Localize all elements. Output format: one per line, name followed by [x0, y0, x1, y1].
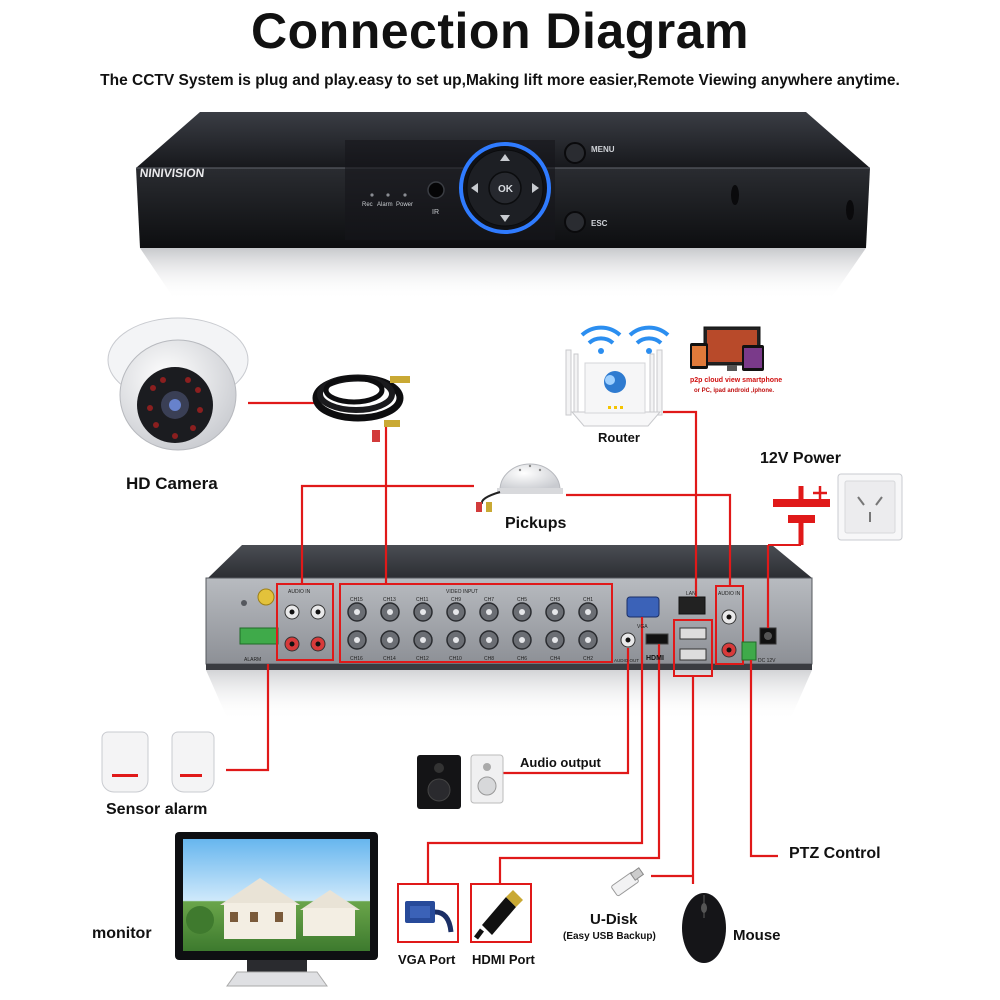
indicator-rec-label: Rec	[362, 202, 373, 208]
monitor-label: monitor	[92, 925, 152, 942]
arrow-left-icon[interactable]	[471, 183, 478, 193]
vga-label: VGA	[637, 624, 648, 630]
ch-bottom-7: CH4	[550, 656, 560, 662]
lan-label: LAN	[686, 591, 696, 597]
hdmi-cable-icon	[474, 890, 523, 940]
monitor-icon	[175, 832, 378, 987]
motion-sensor-icon	[101, 731, 215, 793]
ir-sensor-icon	[427, 181, 445, 199]
menu-label: MENU	[591, 145, 615, 154]
hdmi-port-label: HDMI Port	[472, 952, 535, 967]
ok-label: OK	[498, 184, 514, 195]
ch-bottom-2: CH14	[383, 656, 396, 662]
ir-label: IR	[432, 209, 439, 216]
ch-top-7: CH3	[550, 597, 560, 603]
dvr-back-unit	[205, 545, 813, 720]
esc-button[interactable]	[564, 211, 586, 233]
ch-bottom-4: CH10	[449, 656, 462, 662]
router-icon	[565, 325, 670, 427]
ch-top-3: CH11	[416, 597, 429, 603]
mouse-icon	[682, 893, 726, 963]
coax-cable-icon	[312, 374, 410, 442]
dvr-brand-label: NINIVISION	[139, 166, 205, 180]
p2p-label: p2p cloud view smartphone	[690, 377, 783, 384]
udisk-sub-label: (Easy USB Backup)	[563, 931, 656, 942]
audio-out-label: AUDIO OUT	[614, 658, 639, 663]
ch-top-6: CH5	[517, 597, 527, 603]
power-source-icon	[768, 486, 830, 546]
bnc-connectors-top	[347, 602, 598, 622]
ch-bottom-6: CH6	[517, 656, 527, 662]
speakers-icon	[417, 754, 504, 809]
mouse-label: Mouse	[733, 927, 781, 944]
arrow-right-icon[interactable]	[532, 183, 539, 193]
page-subtitle: The CCTV System is plug and play.easy to…	[100, 72, 900, 89]
dc-label: DC 12V	[758, 658, 776, 664]
udisk-label: U-Disk	[590, 911, 638, 928]
esc-label: ESC	[591, 219, 608, 228]
p2p-sub-label: or PC, ipad android ,iphone.	[694, 388, 775, 394]
menu-button[interactable]	[564, 142, 586, 164]
ch-top-5: CH7	[484, 597, 494, 603]
ch-bottom-8: CH2	[583, 656, 593, 662]
ch-bottom-5: CH8	[484, 656, 494, 662]
arrow-up-icon[interactable]	[500, 154, 510, 161]
ch-bottom-1: CH16	[350, 656, 363, 662]
ch-bottom-3: CH12	[416, 656, 429, 662]
ch-top-2: CH13	[383, 597, 396, 603]
bnc-connectors-bottom	[347, 630, 598, 650]
pickup-microphone-icon	[476, 463, 563, 512]
audio-in-left-label: AUDIO IN	[288, 589, 311, 595]
sensor-alarm-label: Sensor alarm	[106, 801, 208, 818]
connection-wires	[226, 401, 778, 884]
hdmi-label: HDMI	[646, 655, 664, 662]
ptz-control-label: PTZ Control	[789, 845, 881, 862]
dvr-front-unit	[136, 112, 870, 300]
vga-cable-icon	[405, 901, 454, 933]
hd-camera-label: HD Camera	[126, 474, 218, 493]
wall-socket-icon	[837, 473, 903, 541]
video-input-label: VIDEO INPUT	[446, 589, 478, 595]
ch-top-4: CH9	[451, 597, 461, 603]
p2p-devices-icon	[690, 326, 764, 371]
router-label: Router	[598, 430, 640, 445]
indicator-power-label: Power	[396, 202, 413, 208]
usb-disk-icon	[611, 867, 645, 897]
hd-camera-icon	[107, 317, 249, 451]
alarm-label: ALARM	[244, 657, 261, 663]
pickups-label: Pickups	[505, 515, 567, 532]
ch-top-8: CH1	[583, 597, 593, 603]
indicator-alarm-label: Alarm	[377, 202, 393, 208]
arrow-down-icon[interactable]	[500, 215, 510, 222]
vga-connector-icon	[626, 596, 660, 618]
page-title: Connection Diagram	[251, 3, 749, 59]
vga-port-label: VGA Port	[398, 952, 456, 967]
power-label: 12V Power	[760, 450, 841, 467]
audio-in-right-label: AUDIO IN	[718, 591, 741, 597]
ch-top-1: CH15	[350, 597, 363, 603]
audio-output-label: Audio output	[520, 755, 601, 770]
ok-button[interactable]	[488, 171, 522, 205]
